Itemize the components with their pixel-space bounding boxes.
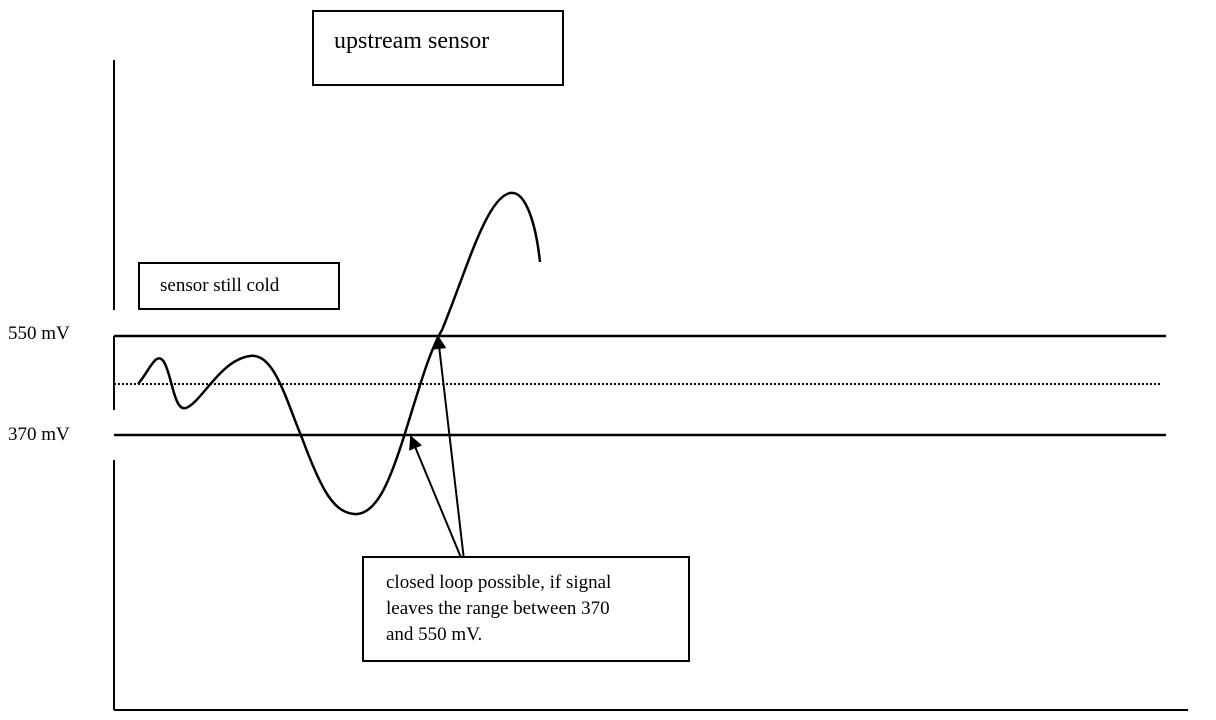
closed-loop-note-box: closed loop possible, if signal leaves t…: [362, 556, 690, 662]
y-axis-gap-upper: [111, 310, 117, 336]
lower-level-label: 370 mV: [8, 424, 70, 445]
upper-level-label: 550 mV: [8, 323, 70, 344]
sensor-signal-curve: [137, 191, 542, 516]
arrow-to-upper-crossing: [432, 335, 465, 561]
note-line-3: and 550 mV.: [386, 624, 483, 645]
arrow-to-lower-crossing: [409, 435, 463, 561]
upstream-sensor-title-box: upstream sensor: [312, 10, 564, 86]
note-line-2: leaves the range between 370: [386, 598, 610, 619]
upstream-sensor-title: upstream sensor: [334, 28, 490, 54]
sensor-cold-label: sensor still cold: [160, 275, 280, 296]
note-line-1: closed loop possible, if signal: [386, 572, 612, 593]
sensor-cold-box: sensor still cold: [138, 262, 340, 310]
